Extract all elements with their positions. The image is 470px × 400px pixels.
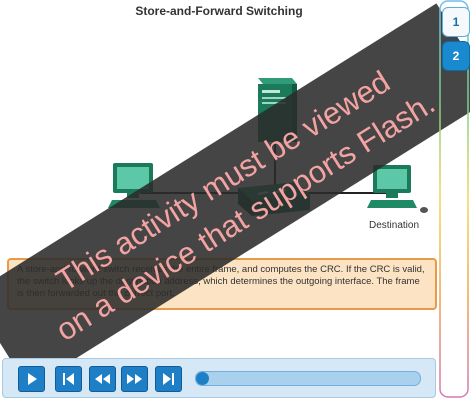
play-button[interactable] <box>18 366 45 392</box>
player-controls <box>2 358 436 398</box>
step-1-button[interactable]: 1 <box>442 7 470 37</box>
skip-to-start-button[interactable] <box>55 366 82 392</box>
progress-track[interactable] <box>195 371 421 386</box>
fast-forward-button[interactable] <box>121 366 148 392</box>
rewind-icon <box>95 374 110 384</box>
server-icon <box>258 78 297 142</box>
destination-label: Destination <box>369 220 420 231</box>
description-box: A store-and-forward switch receives the … <box>7 258 437 310</box>
progress-knob[interactable] <box>196 372 209 385</box>
rewind-button[interactable] <box>89 366 116 392</box>
skip-to-start-icon <box>63 373 74 385</box>
destination-computer-icon <box>367 165 428 213</box>
source-computer-icon <box>108 163 160 208</box>
skip-to-end-icon <box>163 373 174 385</box>
step-2-button[interactable]: 2 <box>442 41 470 71</box>
skip-to-end-button[interactable] <box>155 366 182 392</box>
switch-icon <box>238 182 310 216</box>
fast-forward-icon <box>127 374 142 384</box>
network-links <box>140 140 390 194</box>
play-icon <box>28 373 37 385</box>
step-rail <box>439 0 469 398</box>
